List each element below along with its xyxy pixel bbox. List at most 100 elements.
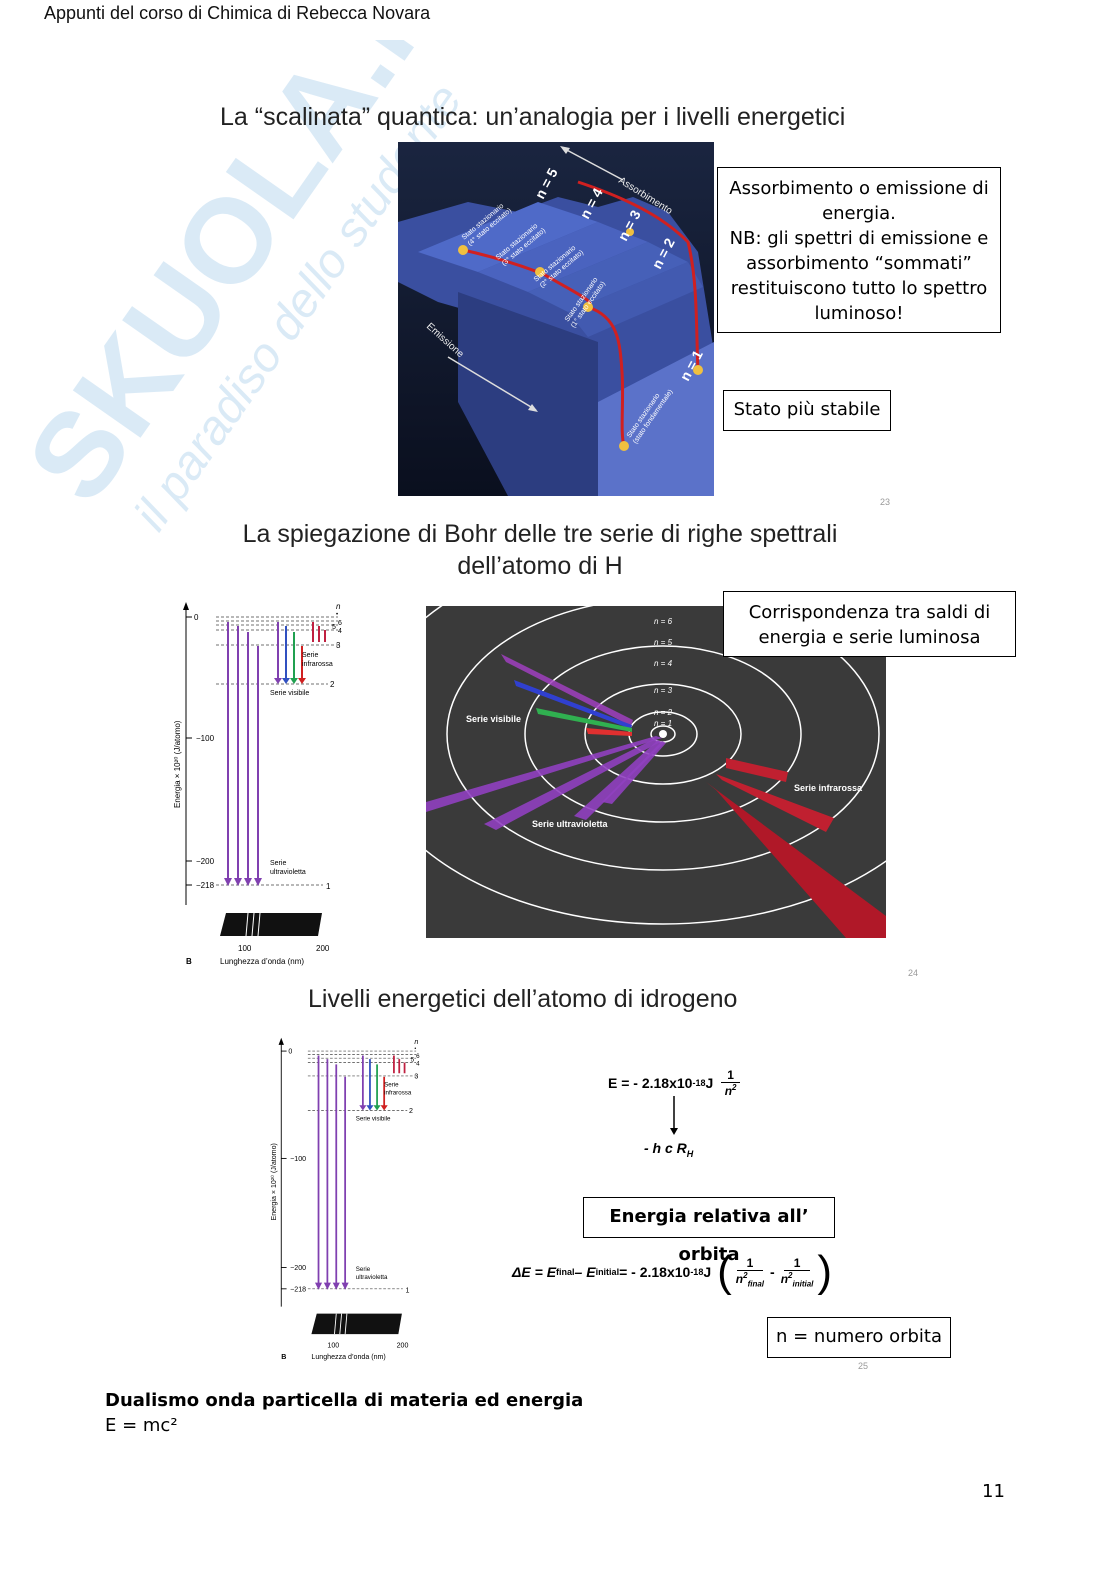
uv-series-label: ultravioletta [356,1274,388,1281]
ir-series-label: infrarossa [302,661,333,668]
electron-dot [583,302,593,312]
note-line: energia e serie luminosa [758,627,981,648]
fraction-denominator-exp: 2 [788,1270,793,1280]
tick-label: 0 [194,613,199,622]
slide-number: 25 [858,1361,869,1371]
ir-series-label: Serie [384,1082,399,1089]
fraction-denominator-exp: 2 [732,1083,737,1092]
absorb-arrow [562,147,624,181]
y-axis-label: Energia × 10²⁰ (J/atomo) [270,1143,278,1220]
ir-series-label: infrarossa [384,1090,412,1097]
x-tick-label: 100 [238,944,252,953]
page-number: 11 [982,1481,1005,1502]
uv-series-label: Serie [270,860,286,867]
fraction-denominator: n [735,1271,744,1286]
fraction-numerator: 1 [721,1068,740,1083]
x-tick-label: 200 [397,1341,409,1349]
n-level-label: 2 [330,680,335,689]
fraction-denominator: n [724,1084,733,1098]
n-dot: • [336,612,338,618]
fraction-numerator: 1 [736,1256,764,1271]
slide24-title-line1: La spiegazione di Bohr delle tre serie d… [242,520,838,548]
note-line: NB: gli spettri di emissione e [729,228,989,249]
n-level-label: 5 [332,624,336,631]
quantum-staircase-figure: Assorbimento Emissione n = 5 n = 4 n = 3… [398,142,714,496]
slide-number: 24 [908,968,919,978]
n-level-label: 4 [416,1060,420,1067]
energy-orbit-box: Energia relativa all’ orbita [583,1197,835,1265]
initial-sub: initial [595,1267,620,1277]
stable-state-note: Stato più stabile [723,390,891,431]
tick-label: −100 [196,734,215,743]
n-level-label: 1 [326,882,331,891]
fraction-denominator-exp: 2 [743,1270,748,1280]
left-paren: ( [717,1247,732,1296]
n-level-label: 5 [411,1057,415,1064]
orbit-label: n = 4 [654,659,673,668]
vis-series-label: Serie visibile [270,690,309,697]
fraction-final: 1 n2final [736,1256,764,1288]
delta-exp: -18 [690,1267,704,1277]
emit-arrow [447,356,537,411]
tick-label: −218 [196,881,215,890]
electron-dot [458,245,468,255]
note-line: assorbimento “sommati” [746,253,972,274]
n-level-label: 6 [338,620,342,627]
x-axis-label: Lunghezza d’onda (nm) [220,957,304,966]
energy-level-diagram-small: Energia × 10²⁰ (J/atomo) 0 −100 −200 −21… [270,1037,420,1361]
x-axis-label: Lunghezza d’onda (nm) [311,1353,385,1361]
orbit-label: n = 1 [654,719,672,728]
slide23-title: La “scalinata” quantica: un’analogia per… [220,103,846,131]
bohr-orbits-figure: n = 6 n = 5 n = 4 n = 3 n = 2 n = 1 Seri… [426,606,886,938]
formula-fraction: 1 n2 [721,1068,740,1098]
tick-label: −200 [290,1264,306,1272]
tick-label: −218 [290,1285,306,1293]
n-level-label: 1 [405,1286,409,1294]
hcR-sub: H [686,1148,694,1159]
ultraviolet-series-label: Serie ultravioletta [532,819,609,829]
orbit-label: n = 2 [654,708,673,717]
spectrum-strip [220,913,322,936]
n-dot: • [414,1046,416,1052]
tick-label: 0 [288,1048,292,1056]
absorb-arrowhead [560,146,570,154]
note-line: luminoso! [814,303,904,324]
stair-step-2 [478,222,648,292]
visible-series-label: Serie visibile [466,714,521,724]
x-tick-label: 100 [327,1341,339,1349]
hcR-expression: - h c RH [644,1140,693,1159]
orbit-label: n = 6 [654,617,673,626]
correspondence-note-box: Corrispondenza tra saldi di energia e se… [723,591,1016,657]
note-line: energia. [822,203,896,224]
nucleus [659,730,667,738]
emit-arrowhead [528,404,538,412]
note-line: restituiscono tutto lo spettro [730,278,988,299]
electron-dot [619,441,629,451]
n-level-label: 3 [336,641,341,650]
orbit-label: n = 3 [654,686,673,695]
stair-front [458,292,598,496]
slide24-title-line2: dell’atomo di H [457,552,623,580]
ir-series-label: Serie [302,652,318,659]
panel-letter: B [281,1353,286,1361]
formula-exp: -18 [692,1078,706,1088]
fraction-initial: 1 n2initial [781,1256,814,1288]
down-arrow [670,1096,678,1135]
y-axis-arrowhead [183,602,189,610]
n-level-label: 4 [338,628,342,635]
stair-bottom-step [598,342,714,496]
note-line: Corrispondenza tra saldi di [748,602,991,623]
absorption-note-box: Assorbimento o emissione di energia. NB:… [717,167,1001,333]
panel-letter: B [186,957,192,966]
right-paren: ) [817,1247,833,1296]
electron-dot [693,365,703,375]
einstein-formula: E = mc² [105,1415,178,1436]
initial-sub: initial [792,1279,814,1289]
minus-sign: - [770,1264,775,1280]
delta-rhs: = - 2.18x10 [619,1264,691,1280]
formula-unit: J [705,1075,714,1091]
minus-initial: – E [574,1264,596,1280]
stair-step-4 [568,262,703,337]
uv-series-label: ultravioletta [270,869,306,876]
